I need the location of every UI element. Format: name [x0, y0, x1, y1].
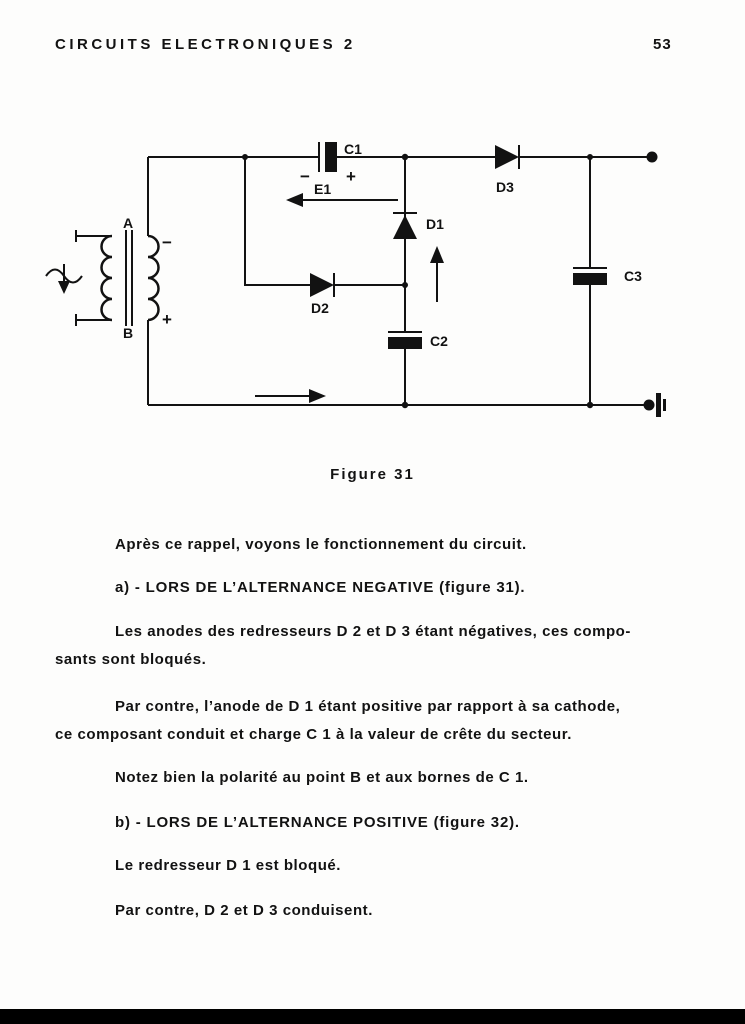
- transformer-core: [125, 230, 133, 326]
- diode-d2: D2: [310, 273, 335, 316]
- intro-paragraph: Après ce rappel, voyons le fonctionnemen…: [115, 536, 527, 553]
- section-a-heading: a) - LORS DE L’ALTERNANCE NEGATIVE (figu…: [115, 579, 526, 596]
- secondary-plus-sign: +: [162, 310, 172, 329]
- current-arrow-left: [286, 193, 398, 207]
- paragraph-a2-line1: Par contre, l’anode de D 1 étant positiv…: [115, 698, 621, 715]
- figure-caption: Figure 31: [330, 466, 415, 483]
- secondary-minus-sign: −: [162, 233, 172, 252]
- d3-label: D3: [496, 179, 514, 195]
- capacitor-c3: C3: [573, 267, 642, 285]
- ac-source-icon: [45, 264, 83, 294]
- page-header-title: CIRCUITS ELECTRONIQUES 2: [55, 36, 356, 53]
- page-number: 53: [653, 36, 672, 53]
- paragraph-a1-line2: sants sont bloqués.: [55, 651, 207, 668]
- c3-label: C3: [624, 268, 642, 284]
- current-arrow-right: [255, 389, 326, 403]
- d1-label: D1: [426, 216, 444, 232]
- c1-plus-sign: +: [346, 167, 356, 186]
- transformer: A B − +: [45, 215, 172, 341]
- e1-label: E1: [314, 181, 331, 197]
- section-b-heading: b) - LORS DE L’ALTERNANCE POSITIVE (figu…: [115, 814, 520, 831]
- capacitor-c2: C2: [388, 331, 448, 349]
- paragraph-a3: Notez bien la polarité au point B et aux…: [115, 769, 529, 786]
- c1-minus-sign: −: [300, 167, 310, 186]
- diode-d3: D3: [495, 145, 520, 195]
- paragraph-a1-line1: Les anodes des redresseurs D 2 et D 3 ét…: [115, 623, 631, 640]
- circuit-diagram-figure-31: A B − + C1 − + E1 D1 D2: [45, 141, 666, 417]
- circuit-wires: [147, 156, 653, 406]
- paragraph-b1: Le redresseur D 1 est bloqué.: [115, 857, 342, 874]
- primary-winding: [75, 230, 113, 326]
- junction-dots: [242, 153, 594, 409]
- secondary-winding: [147, 234, 160, 322]
- c2-label: C2: [430, 333, 448, 349]
- output-terminal-dot: [646, 151, 658, 163]
- c1-label: C1: [344, 141, 362, 157]
- paragraph-b2: Par contre, D 2 et D 3 conduisent.: [115, 902, 373, 919]
- output-jack-icon: [643, 393, 666, 417]
- scan-edge-bar: [0, 1009, 745, 1024]
- terminal-b-label: B: [123, 325, 133, 341]
- paragraph-a2-line2: ce composant conduit et charge C 1 à la …: [55, 726, 573, 743]
- d2-label: D2: [311, 300, 329, 316]
- terminal-a-label: A: [123, 215, 133, 231]
- current-arrow-up: [430, 246, 444, 302]
- capacitor-c1: C1 − + E1: [300, 141, 362, 197]
- diode-d1: D1: [393, 212, 444, 239]
